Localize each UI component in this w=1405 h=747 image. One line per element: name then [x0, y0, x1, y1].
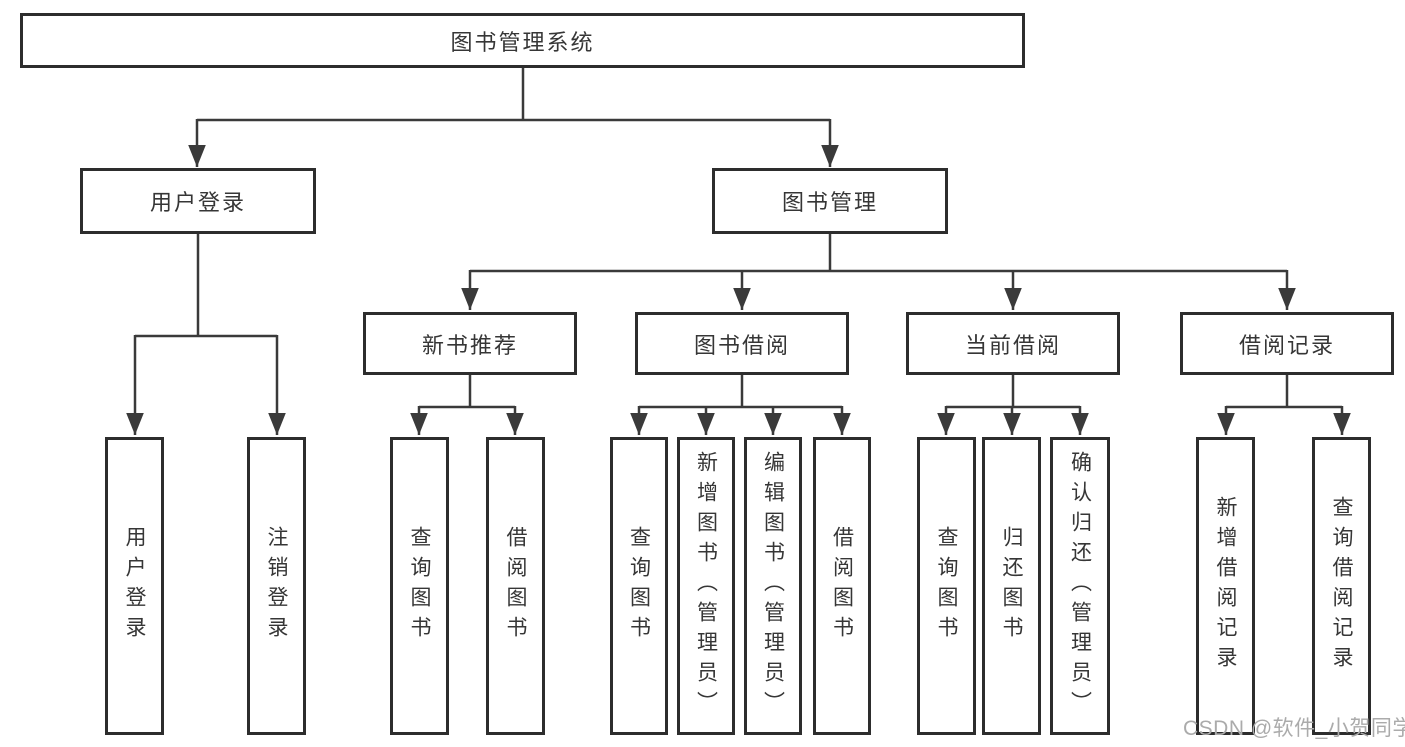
node-new-book-recommend: 新书推荐: [363, 312, 577, 375]
node-book-management-label: 图书管理: [781, 190, 878, 215]
node-book-borrow-label: 图书借阅: [693, 332, 790, 358]
leaf-cb-query-books: 查询图书: [917, 437, 976, 735]
leaf-nbr-borrow-books-label: 借阅图书: [504, 526, 527, 646]
node-root-system-label: 图书管理系统: [450, 29, 595, 55]
leaf-user-login: 用户登录: [105, 437, 164, 735]
node-user-login: 用户登录: [80, 168, 316, 234]
leaf-cb-return-books-label: 归还图书: [1000, 526, 1023, 646]
leaf-user-login-label: 用户登录: [123, 526, 146, 646]
node-root-system: 图书管理系统: [20, 13, 1025, 68]
node-current-borrow: 当前借阅: [906, 312, 1120, 375]
leaf-nbr-query-books-label: 查询图书: [408, 526, 431, 646]
leaf-cb-confirm-return-admin: 确认归还（管理员）: [1050, 437, 1110, 735]
node-borrow-records: 借阅记录: [1180, 312, 1394, 375]
leaf-bb-borrow-books: 借阅图书: [813, 437, 871, 735]
leaf-bb-add-books-admin-label: 新增图书（管理员）: [694, 451, 718, 721]
node-new-book-recommend-label: 新书推荐: [421, 332, 518, 358]
leaf-br-add-record: 新增借阅记录: [1196, 437, 1255, 735]
leaf-br-query-record: 查询借阅记录: [1312, 437, 1371, 735]
leaf-bb-add-books-admin: 新增图书（管理员）: [677, 437, 735, 735]
leaf-cb-query-books-label: 查询图书: [935, 526, 958, 646]
leaf-nbr-query-books: 查询图书: [390, 437, 449, 735]
leaf-br-add-record-label: 新增借阅记录: [1214, 496, 1237, 676]
node-book-borrow: 图书借阅: [635, 312, 849, 375]
leaf-cb-return-books: 归还图书: [982, 437, 1041, 735]
leaf-bb-query-books-label: 查询图书: [627, 526, 651, 646]
leaf-bb-query-books: 查询图书: [610, 437, 668, 735]
leaf-br-query-record-label: 查询借阅记录: [1330, 496, 1353, 676]
leaf-logout: 注销登录: [247, 437, 306, 735]
node-borrow-records-label: 借阅记录: [1238, 332, 1335, 358]
node-current-borrow-label: 当前借阅: [964, 332, 1061, 358]
leaf-logout-label: 注销登录: [265, 526, 288, 646]
leaf-bb-edit-books-admin: 编辑图书（管理员）: [744, 437, 802, 735]
leaf-bb-edit-books-admin-label: 编辑图书（管理员）: [761, 451, 785, 721]
node-book-management: 图书管理: [712, 168, 948, 234]
leaf-bb-borrow-books-label: 借阅图书: [830, 526, 854, 646]
leaf-cb-confirm-return-admin-label: 确认归还（管理员）: [1068, 451, 1092, 721]
node-user-login-label: 用户登录: [149, 190, 246, 215]
csdn-watermark: CSDN @软件_小贺同学: [1183, 717, 1405, 740]
leaf-nbr-borrow-books: 借阅图书: [486, 437, 545, 735]
